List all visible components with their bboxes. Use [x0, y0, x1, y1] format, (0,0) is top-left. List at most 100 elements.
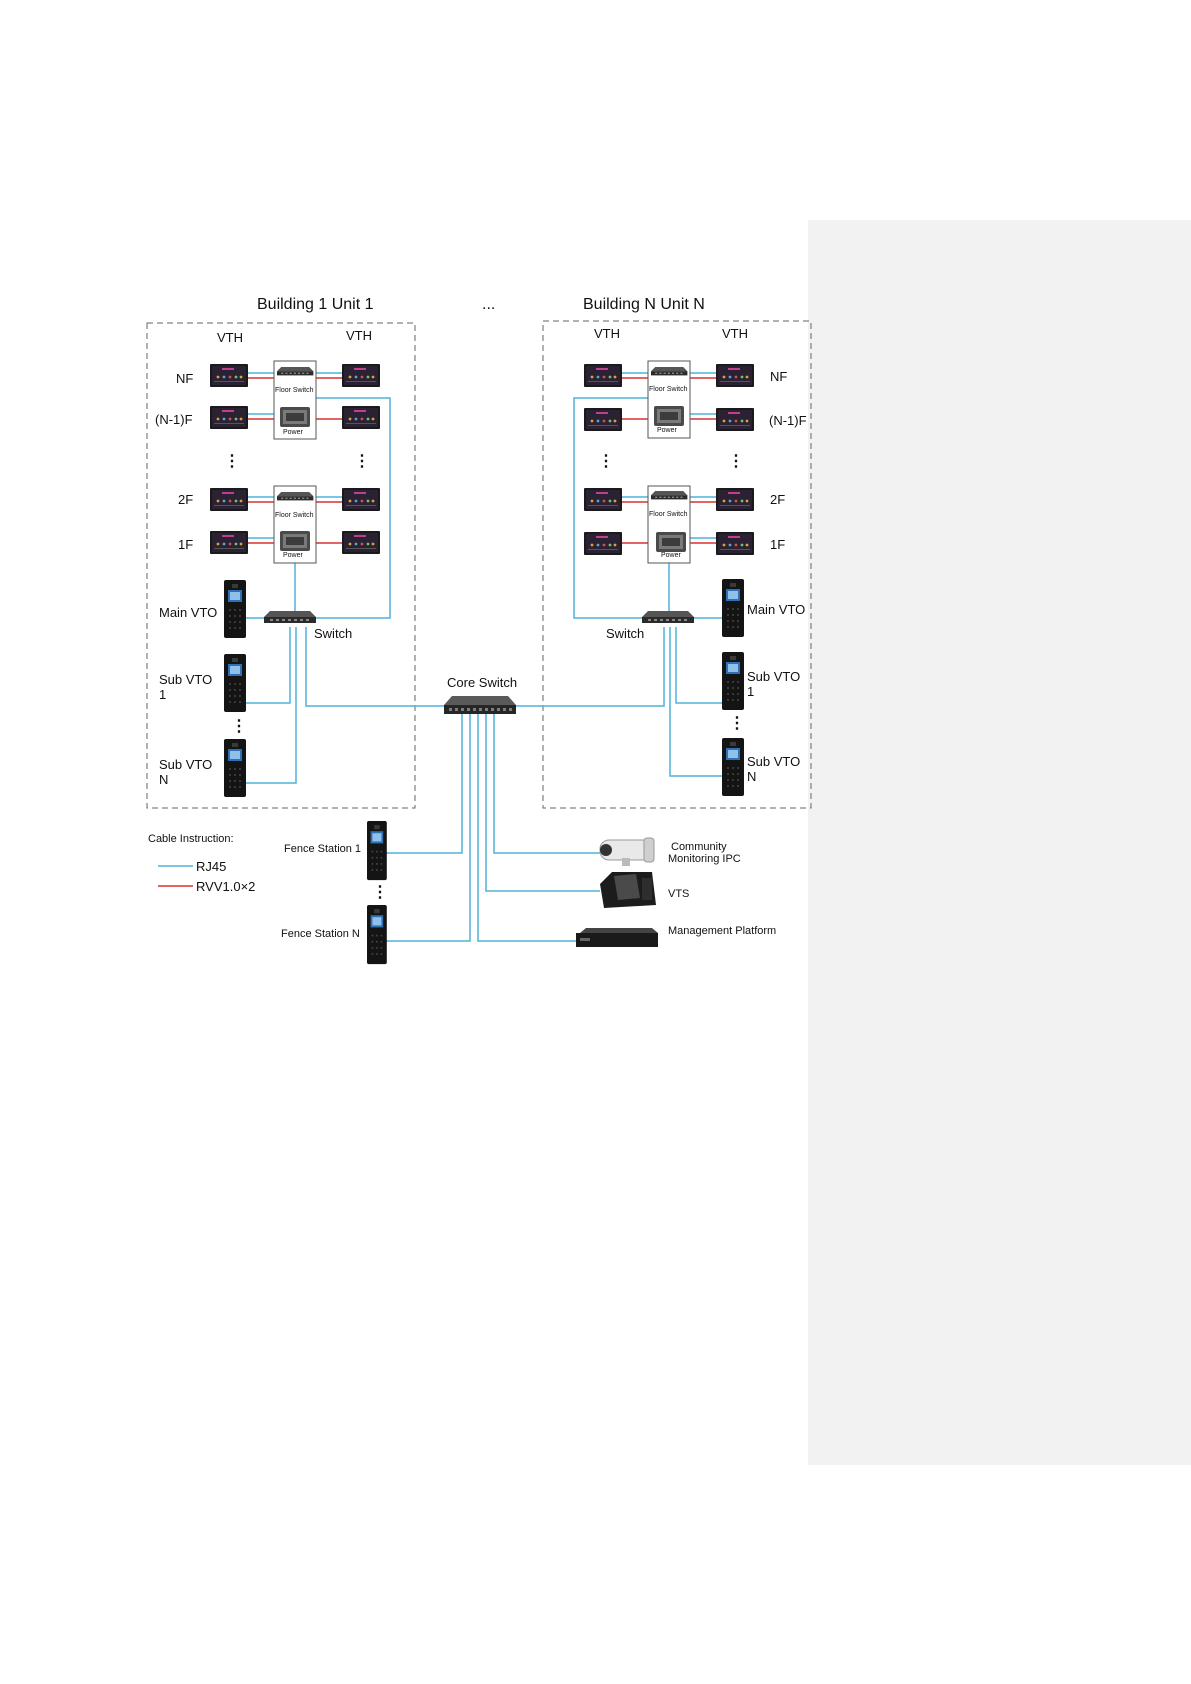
- vth-monitor-icon: [584, 488, 622, 511]
- rvv-cables: [622, 377, 716, 544]
- vth-monitor-icon: [716, 364, 754, 387]
- building-1: VTH VTH NF (N-1)F ⋮ ⋮ 2F 1F: [155, 328, 446, 797]
- vth-monitor-icon: [210, 531, 248, 554]
- sub-vto-1-label-line1: Sub VTO: [747, 669, 800, 684]
- sub-vto-n-label-line2: N: [159, 772, 168, 787]
- floor-switch-icon: [277, 367, 314, 376]
- sub-vto-n-label-line1: Sub VTO: [747, 754, 800, 769]
- vth-column-label: VTH: [594, 326, 620, 341]
- core-rj45-cables: [382, 714, 600, 942]
- floor-label-2f: 2F: [178, 492, 193, 507]
- power-label: Power: [657, 427, 678, 434]
- network-switch-icon: [264, 611, 316, 623]
- floor-switch-icon: [651, 491, 688, 500]
- sub-vto-1-label-line2: 1: [159, 687, 166, 702]
- rj45-cables: [514, 372, 722, 777]
- building-n-title: Building N Unit N: [583, 296, 705, 313]
- building-n-frame: [542, 320, 812, 809]
- power-supply-icon: [280, 531, 310, 551]
- power-label: Power: [283, 429, 304, 436]
- core-switch-icon: [444, 696, 516, 714]
- sub-vto-icon: [722, 738, 744, 796]
- legend-rvv-label: RVV1.0×2: [196, 879, 255, 894]
- vth-monitor-icon: [210, 488, 248, 511]
- vth-column-label: VTH: [346, 328, 372, 343]
- fence-station-ellipsis: ⋮: [372, 884, 388, 901]
- main-vto-icon: [722, 579, 744, 637]
- floor-label-n-minus-1: (N-1)F: [769, 413, 807, 428]
- building-1-title: Building 1 Unit 1: [257, 296, 374, 313]
- sub-vto-n-label-line1: Sub VTO: [159, 757, 212, 772]
- floor-label-1f: 1F: [770, 537, 785, 552]
- vth-column-label: VTH: [722, 326, 748, 341]
- vth-monitor-icon: [584, 364, 622, 387]
- vth-monitor-icon: [584, 532, 622, 555]
- legend-title: Cable Instruction:: [148, 833, 234, 845]
- sub-vto-1-label-line2: 1: [747, 684, 754, 699]
- vth-monitor-icon: [342, 488, 380, 511]
- power-supply-icon: [654, 406, 684, 426]
- main-vto-label: Main VTO: [159, 605, 217, 620]
- desk-console-icon: [600, 872, 656, 908]
- power-supply-icon: [656, 532, 686, 552]
- floor-ellipsis: ⋮: [598, 453, 614, 470]
- vto-ellipsis: ⋮: [729, 715, 745, 732]
- core-switch-label: Core Switch: [447, 675, 517, 690]
- vth-column-label: VTH: [217, 330, 243, 345]
- fence-station-n-label: Fence Station N: [281, 928, 360, 940]
- bullet-camera-icon: [599, 837, 655, 866]
- power-label: Power: [283, 552, 304, 559]
- power-label: Power: [661, 552, 682, 559]
- floor-switch-label: Floor Switch: [649, 386, 688, 393]
- vth-monitor-icon: [342, 406, 380, 429]
- cable-legend: Cable Instruction: RJ45 RVV1.0×2: [148, 833, 255, 894]
- floor-ellipsis: ⋮: [224, 453, 240, 470]
- vth-monitor-icon: [210, 364, 248, 387]
- vts-label: VTS: [668, 888, 689, 900]
- management-platform-label: Management Platform: [668, 925, 776, 937]
- vth-monitor-icon: [342, 364, 380, 387]
- fence-station-1-label: Fence Station 1: [284, 843, 361, 855]
- vth-monitor-icon: [716, 532, 754, 555]
- building-1-frame: [146, 322, 416, 809]
- floor-label-1f: 1F: [178, 537, 193, 552]
- floor-switch-label: Floor Switch: [275, 387, 314, 394]
- building-n: VTH VTH NF (N-1)F ⋮ ⋮ 2F 1F: [514, 326, 807, 796]
- sub-vto-n-label-line2: N: [747, 769, 756, 784]
- community-ipc-label-line2: Monitoring IPC: [668, 853, 741, 865]
- switch-label: Switch: [606, 626, 644, 641]
- rvv-cables: [248, 377, 342, 544]
- floor-switch-icon: [277, 492, 314, 501]
- side-panel: [808, 220, 1191, 1465]
- rack-server-icon: [576, 928, 658, 947]
- floor-ellipsis: ⋮: [354, 453, 370, 470]
- sub-vto-1-label-line1: Sub VTO: [159, 672, 212, 687]
- fence-station-icon: [367, 905, 387, 965]
- floor-label-nf: NF: [770, 369, 787, 384]
- floor-label-nf: NF: [176, 371, 193, 386]
- sub-vto-icon: [722, 652, 744, 710]
- floor-label-2f: 2F: [770, 492, 785, 507]
- main-vto-label: Main VTO: [747, 602, 805, 617]
- vto-ellipsis: ⋮: [231, 718, 247, 735]
- floor-switch-label: Floor Switch: [275, 512, 314, 519]
- floor-label-n-minus-1: (N-1)F: [155, 412, 193, 427]
- legend-rj45-label: RJ45: [196, 859, 226, 874]
- community-ipc-label-line1: Community: [671, 841, 727, 853]
- floor-switch-icon: [651, 367, 688, 376]
- vth-monitor-icon: [716, 408, 754, 431]
- vth-monitor-icon: [584, 408, 622, 431]
- vth-monitor-icon: [210, 406, 248, 429]
- main-vto-icon: [224, 580, 246, 638]
- sub-vto-icon: [224, 654, 246, 712]
- network-switch-icon: [642, 611, 694, 623]
- fence-station-icon: [367, 821, 387, 881]
- sub-vto-icon: [224, 739, 246, 797]
- vth-monitor-icon: [342, 531, 380, 554]
- vth-monitor-icon: [716, 488, 754, 511]
- floor-switch-label: Floor Switch: [649, 511, 688, 518]
- floor-ellipsis: ⋮: [728, 453, 744, 470]
- power-supply-icon: [280, 407, 310, 427]
- buildings-ellipsis: ...: [482, 296, 495, 313]
